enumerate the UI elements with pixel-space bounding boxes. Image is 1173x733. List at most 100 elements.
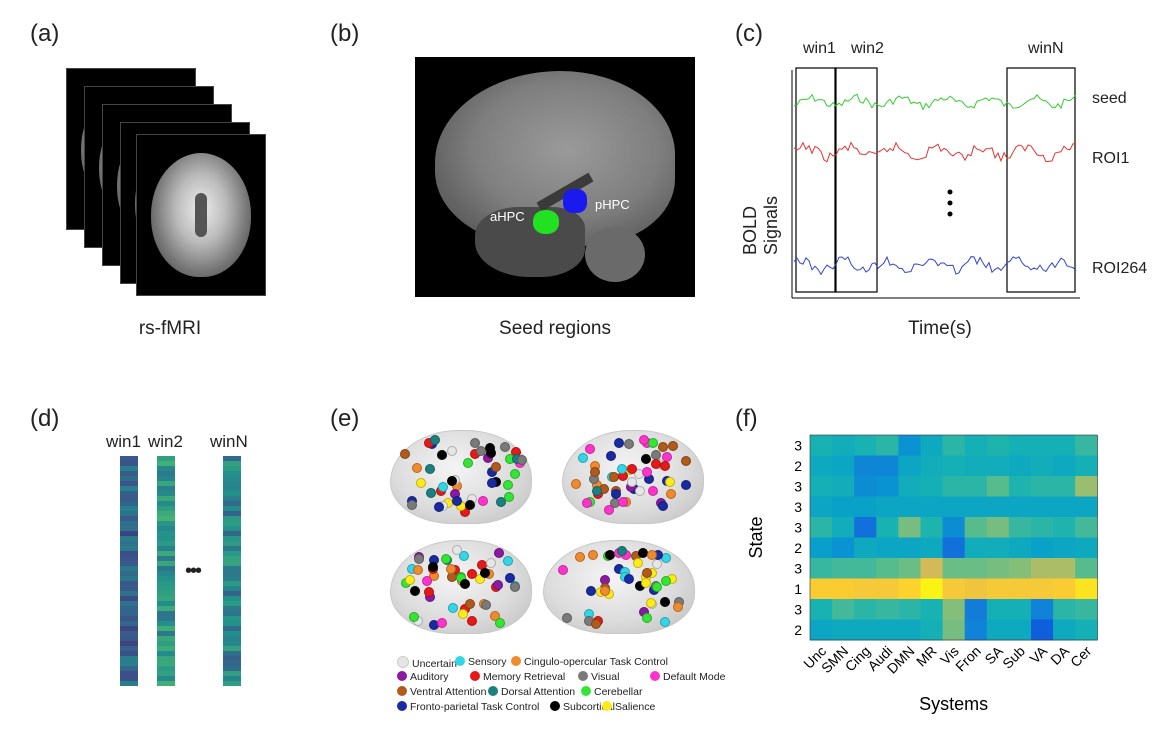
brain-node [659,596,670,607]
brain-node [404,574,415,585]
heatmap-y-axis-label: State [746,516,766,558]
brain-node [614,437,625,448]
seed-signal-line [793,93,1077,111]
legend-label: Default Mode [663,671,726,683]
brain-node [495,618,506,629]
heatmap-cell [1053,455,1076,477]
legend-label: Fronto-parietal Task Control [410,701,540,713]
brain-node [651,582,662,593]
brain-node [474,573,485,584]
heatmap-cell [964,619,988,641]
brain-node [426,487,437,498]
heatmap-row-label: 2 [794,458,802,474]
heatmap-cell [876,435,899,456]
mri-slice [136,134,266,296]
heatmap-cell [942,517,966,538]
brain-node [452,544,463,555]
d-window-label-n: winN [210,432,248,451]
heatmap-cell [832,619,855,641]
heatmap-column-label: Fron [952,643,984,675]
heatmap-cell [1008,558,1032,579]
brain-node [570,479,581,490]
heatmap-cell [854,578,877,600]
ellipsis-dot [947,211,953,217]
brain-node [479,567,490,578]
sagittal-mri: aHPC pHPC [415,57,695,297]
heatmap-x-axis-label: Systems [919,694,988,714]
brain-node [610,489,621,500]
heatmap-cell [898,455,921,477]
heatmap-cell [1031,619,1054,641]
brain-node [617,546,628,557]
heatmap-cell [1031,496,1054,518]
bold-signal-plot [791,67,1080,299]
heatmap-cell [942,558,966,579]
heatmap-row-label: 2 [794,540,802,556]
heatmap-cell [898,496,921,518]
brain-node [590,467,601,478]
connectivity-vector-win2 [157,456,175,686]
heatmap-cell [810,476,833,497]
legend-item: Uncertain [397,656,457,670]
brain-node [437,450,448,461]
legend-item: Fronto-parietal Task Control [397,701,539,713]
brain-view-right-medial [543,540,695,634]
state-heatmap: 3233323132UncSMNCingAudiDMNMRVisFronSASu… [746,434,1098,714]
legend-label: Ventral Attention [410,686,487,698]
heatmap-cell [1075,619,1098,641]
panel-d-label: (d) [30,405,60,432]
brain-node [577,452,588,463]
heatmap-cell [1008,496,1032,518]
legend-swatch [488,686,498,696]
legend-label: Memory Retrieval [483,671,566,683]
brain-node [616,464,627,475]
legend-label: Dorsal Attention [501,686,576,698]
heatmap-cell [854,599,877,620]
heatmap-cell [1053,558,1076,579]
heatmap-cell [898,435,921,456]
signal-label-roi1: ROI1 [1092,150,1130,167]
legend-item: Dorsal Attention [488,686,575,698]
brain-node [574,551,585,562]
brain-node [427,562,438,573]
brain-node [467,569,478,580]
heatmap-cell [1008,435,1032,456]
heatmap-cell [876,578,899,600]
legend-swatch [581,686,591,696]
roi1-signal-line [793,141,1077,163]
brain-node [424,464,435,475]
legend-item: Cingulo-opercular Task Control [511,656,668,668]
legend-item: Cerebellar [581,686,642,698]
panel-b-label: (b) [330,20,360,47]
brain-node [509,468,520,479]
brain-node [599,586,610,597]
legend-label: Auditory [410,671,449,683]
heatmap-cell [832,476,855,497]
brain-node [469,437,480,448]
legend-label: Salience [615,701,656,713]
brain-node [485,557,496,568]
heatmap-cell [1031,476,1054,497]
brain-node [664,476,675,487]
brain-node [502,556,513,567]
brain-node [673,601,684,612]
legend-swatch [397,671,407,681]
heatmap-cell [1031,517,1054,538]
window-label-2: win2 [851,40,884,57]
brain-view-left-lateral [390,430,532,524]
brain-node [446,446,457,457]
heatmap-cell [1075,455,1098,477]
heatmap-cell [942,496,966,518]
heatmap-cell [1053,537,1076,559]
heatmap-cell [1075,537,1098,559]
brain-node [489,610,500,621]
heatmap-cell [854,435,877,456]
brain-node [505,572,516,583]
brain-node [500,441,511,452]
brain-node [627,476,638,487]
brain-node [466,615,477,626]
panel-c-label: (c) [735,20,763,47]
heatmap-row-label: 2 [794,622,802,638]
brain-node [445,563,456,574]
legend-swatch [397,701,407,711]
